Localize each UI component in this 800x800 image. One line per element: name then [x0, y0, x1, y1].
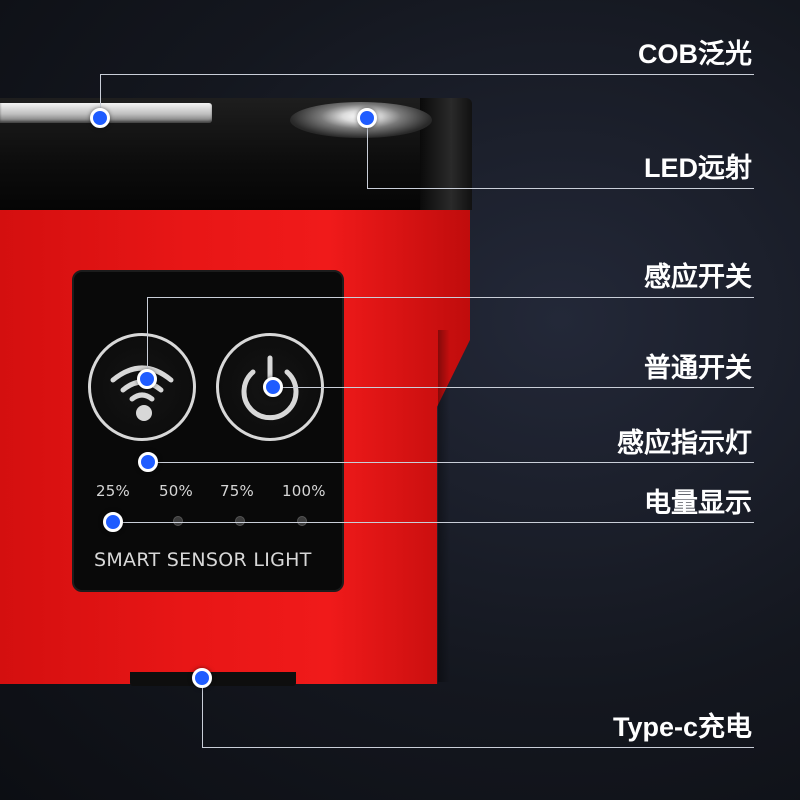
battery-indicator-3: [235, 516, 245, 526]
battery-level-100: 100%: [282, 482, 326, 500]
callout-dot-cob: [90, 108, 110, 128]
panel-brand-label: SMART SENSOR LIGHT: [94, 549, 312, 571]
callout-label-battery: 电量显示: [644, 488, 752, 518]
callout-line-sensor-indicator: [148, 462, 754, 463]
callout-line-led: [367, 188, 754, 189]
callout-line-battery: [113, 522, 754, 523]
callout-label-typec: Type-c充电: [612, 712, 752, 742]
callout-line-typec: [202, 747, 754, 748]
callout-line-sensor-switch-drop: [147, 297, 148, 379]
typec-port: [130, 672, 296, 686]
callout-line-typec-drop: [202, 678, 203, 747]
callout-dot-sensor-indicator: [138, 452, 158, 472]
callout-line-cob-drop: [100, 74, 101, 118]
callout-dot-sensor-switch: [137, 369, 157, 389]
battery-indicator-4: [297, 516, 307, 526]
callout-line-normal-switch: [273, 387, 754, 388]
callout-label-sensor-switch: 感应开关: [644, 262, 752, 292]
device-side-shadow: [438, 330, 450, 682]
sensor-wave-icon: [110, 365, 174, 421]
callout-label-sensor-indicator: 感应指示灯: [617, 428, 752, 458]
callout-label-normal-switch: 普通开关: [644, 353, 752, 383]
callout-line-sensor-switch: [147, 297, 754, 298]
battery-level-75: 75%: [220, 482, 254, 500]
battery-level-25: 25%: [96, 482, 130, 500]
callout-dot-normal-switch: [263, 377, 283, 397]
callout-line-led-drop: [367, 119, 368, 188]
callout-dot-battery: [103, 512, 123, 532]
callout-label-led: LED远射: [644, 153, 752, 183]
callout-line-cob: [100, 74, 754, 75]
callout-label-cob: COB泛光: [638, 39, 752, 69]
battery-level-50: 50%: [159, 482, 193, 500]
battery-indicator-2: [173, 516, 183, 526]
callout-dot-led: [357, 108, 377, 128]
callout-dot-typec: [192, 668, 212, 688]
